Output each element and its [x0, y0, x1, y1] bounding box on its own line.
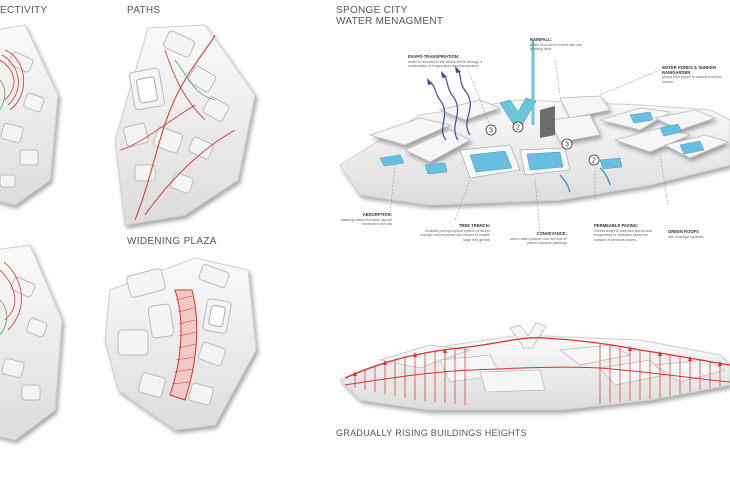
marker-3: 3 [561, 138, 573, 150]
connectivity-model-top [0, 24, 59, 206]
marker-2: 2 [512, 121, 524, 133]
note-absorption-body: plantings within the beds absorb moistur… [340, 217, 392, 227]
title-sponge-line2: WATER MENAGMENT [336, 16, 444, 27]
note-rainfall-body: water from storm events fall onto planti… [530, 42, 583, 52]
title-widening-plaza: WIDENING PLAZA [127, 236, 217, 247]
title-sponge-city: SPONGE CITY WATER MENAGMENT [336, 5, 443, 27]
paths-model [114, 24, 256, 226]
note-green-body: with drainage systems [668, 234, 704, 239]
title-rising-heights: GRADUALLY RISING BUILDINGS HEIGHTS [336, 428, 527, 438]
svg-text:2: 2 [592, 158, 596, 165]
note-permeable-head: PERMEABLE PAVING: [594, 223, 639, 228]
note-tree-head: TREE TRENCH: [458, 223, 490, 228]
note-absorption: ABSORPTION: plantings within the beds ab… [330, 212, 392, 227]
sponge-city-model [339, 40, 730, 233]
note-tree-trench: TREE TRENCH: modular paving-support syst… [420, 223, 490, 242]
note-absorption-head: ABSORPTION: [362, 212, 392, 217]
title-paths: PATHS [127, 5, 161, 16]
title-connectivity: ECTIVITY [0, 5, 48, 16]
note-ponds-body: places with slopes to natural overflow s… [662, 75, 722, 84]
note-conveyance: CONVEYANCE: storm water passes over seru… [505, 231, 567, 246]
title-sponge-line1: SPONGE CITY [336, 5, 408, 16]
note-water-ponds: WATER PONDS & SUNKEN RAINGARDEN places w… [662, 65, 730, 84]
connectivity-model-bottom [0, 244, 63, 441]
note-evapo-body: water is returned to the atmos-phere thr… [408, 59, 483, 69]
note-evapo-transpiration: EVAPO-TRANSPIRATION: water is returned t… [408, 54, 483, 69]
note-rainfall-head: RAINFALL: [530, 37, 553, 42]
svg-text:3: 3 [565, 142, 569, 149]
marker-4: 2 [588, 154, 600, 166]
widening-plaza-model [104, 257, 257, 431]
note-rainfall: RAINFALL: water from storm events fall o… [530, 37, 590, 52]
note-evapo-head: EVAPO-TRANSPIRATION: [408, 54, 460, 59]
svg-text:2: 2 [516, 125, 520, 132]
note-conveyance-body: storm water passes over serums ell paver… [510, 236, 567, 246]
note-permeable-paving: PERMEABLE PAVING: excess water is collec… [594, 223, 656, 242]
note-green-head: GREEN ROOFS [668, 229, 699, 234]
marker-1: 3 [485, 124, 497, 136]
note-tree-body: modular paving-support system provides e… [420, 228, 490, 242]
note-green-roofs: GREEN ROOFS with drainage systems [668, 229, 728, 239]
note-permeable-body: excess water is collected stored and eva… [594, 228, 652, 242]
svg-text:3: 3 [489, 128, 493, 135]
rising-heights-model [339, 322, 730, 411]
note-ponds-head: WATER PONDS & SUNKEN RAINGARDEN [662, 65, 716, 75]
note-conveyance-head: CONVEYANCE: [536, 231, 567, 236]
